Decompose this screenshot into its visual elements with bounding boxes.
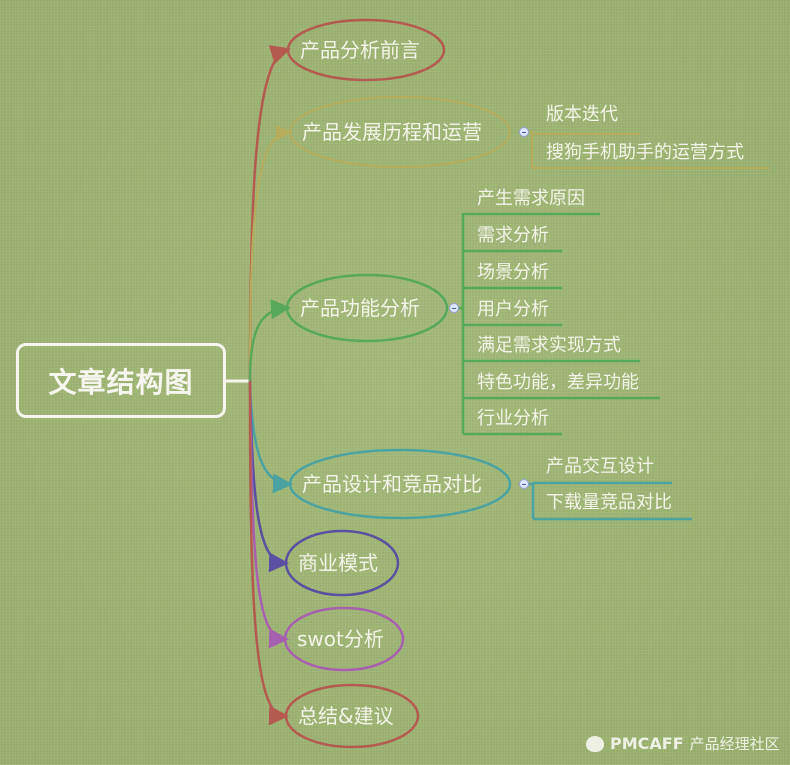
node-outline-4 xyxy=(288,448,512,520)
subnode-user-analysis[interactable]: 用户分析 xyxy=(477,299,549,320)
watermark-text: 产品经理社区 xyxy=(689,735,780,753)
subnode-implementation[interactable]: 满足需求实现方式 xyxy=(477,335,621,356)
subnode-industry-analysis[interactable]: 行业分析 xyxy=(477,408,549,429)
subnode-scenario-analysis[interactable]: 场景分析 xyxy=(477,262,549,283)
node-design-compare[interactable]: 产品设计和竞品对比 xyxy=(302,472,482,496)
node-outline-3 xyxy=(285,273,449,343)
node-product-history[interactable]: 产品发展历程和运营 xyxy=(302,120,482,144)
watermark: PMCAFF 产品经理社区 xyxy=(586,733,780,754)
subnode-version-iteration[interactable]: 版本迭代 xyxy=(546,104,618,125)
node-outline-5 xyxy=(284,529,400,597)
node-outline-7 xyxy=(284,683,420,749)
node-outline-6 xyxy=(283,606,405,672)
node-swot[interactable]: swot分析 xyxy=(297,627,384,651)
subnode-download-compare[interactable]: 下载量竞品对比 xyxy=(546,492,672,513)
connector-branch-2 xyxy=(249,125,292,382)
node-product-intro[interactable]: 产品分析前言 xyxy=(300,38,420,62)
subnode-operation-method[interactable]: 搜狗手机助手的运营方式 xyxy=(546,142,744,163)
node-outline-2 xyxy=(289,96,511,168)
subnode-interaction-design[interactable]: 产品交互设计 xyxy=(546,456,654,477)
collapse-toggle-icon[interactable] xyxy=(449,303,459,313)
connector-branch-7 xyxy=(248,380,289,726)
root-node[interactable]: 文章结构图 xyxy=(16,343,226,418)
node-feature-analysis[interactable]: 产品功能分析 xyxy=(300,296,420,320)
collapse-toggle-icon[interactable] xyxy=(519,127,529,137)
subnode-demand-reason[interactable]: 产生需求原因 xyxy=(477,188,585,209)
root-label: 文章结构图 xyxy=(48,365,194,399)
pmcaff-logo-icon xyxy=(586,735,604,752)
subnode-special-features[interactable]: 特色功能，差异功能 xyxy=(477,372,639,393)
connector-branch-4 xyxy=(248,380,293,494)
node-summary[interactable]: 总结&建议 xyxy=(298,704,394,728)
connector-branch-3 xyxy=(248,299,291,382)
subnode-demand-analysis[interactable]: 需求分析 xyxy=(477,225,549,246)
connector-branch-6 xyxy=(248,380,289,649)
node-business-model[interactable]: 商业模式 xyxy=(298,551,378,575)
collapse-toggle-icon[interactable] xyxy=(519,479,529,489)
node-outline-1 xyxy=(286,18,446,82)
watermark-brand: PMCAFF xyxy=(610,734,684,753)
